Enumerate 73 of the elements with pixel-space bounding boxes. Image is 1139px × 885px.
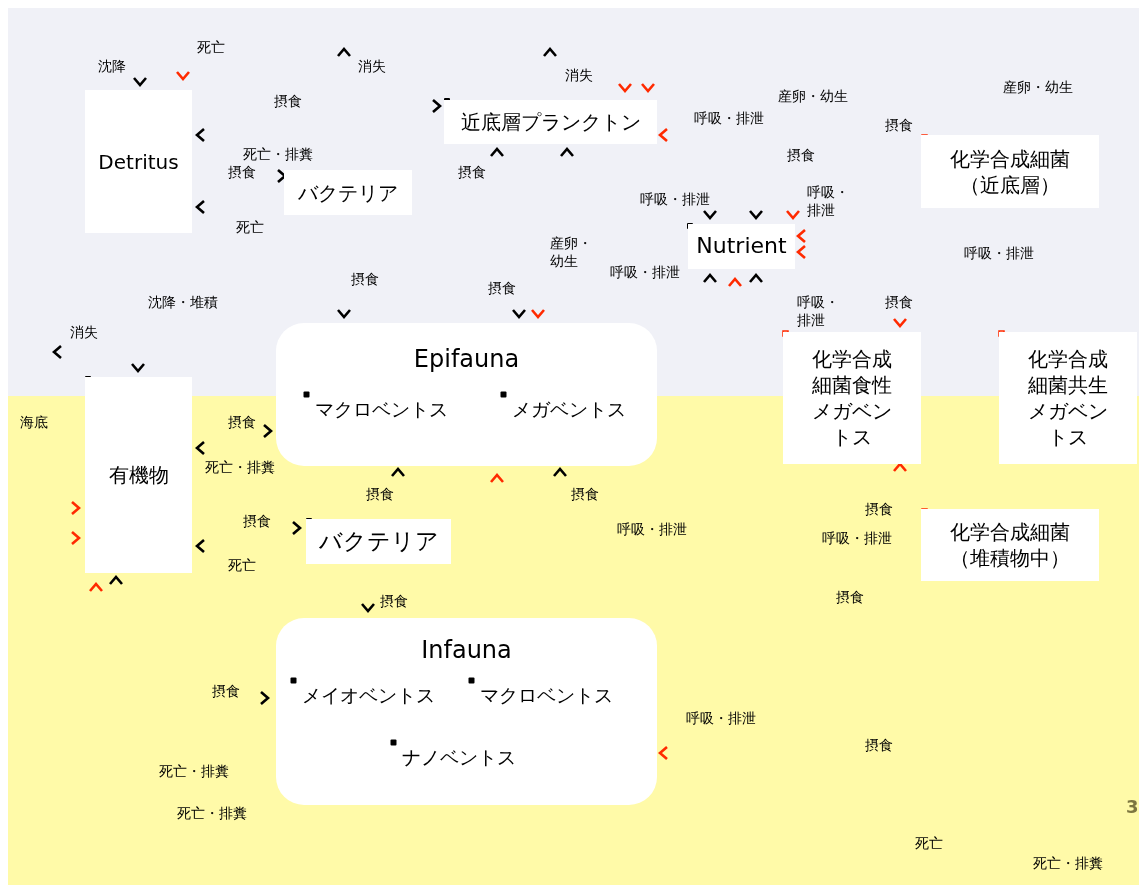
flow-label: 呼吸・排泄 — [610, 263, 680, 282]
flow-label: 摂食 — [865, 736, 893, 755]
process-box — [444, 100, 657, 144]
process-box — [85, 377, 192, 573]
node-label: Nutrient — [696, 232, 787, 261]
flow-label: 摂食 — [865, 500, 893, 519]
process-box — [306, 519, 451, 564]
flow-label: 摂食 — [366, 485, 394, 504]
flow-label: 呼吸・排泄 — [686, 709, 756, 728]
flow-label: 摂食 — [787, 146, 815, 165]
flow-label: 呼吸・排泄 — [640, 190, 710, 209]
node-label: Detritus — [98, 148, 179, 175]
flow-label: 呼吸・排泄 — [822, 529, 892, 548]
process-box — [783, 332, 921, 464]
flow-label: 摂食 — [885, 116, 913, 135]
flow-label: 摂食 — [380, 592, 408, 611]
flow-label: 死亡・排糞 — [1033, 854, 1103, 873]
node-label: 化学合成細菌（堆積物中） — [949, 519, 1071, 571]
flow-label: 消失 — [358, 57, 386, 76]
node-label: バクテリア — [298, 179, 398, 206]
flow-label: 呼吸・排泄 — [797, 293, 840, 330]
flow-label: 沈降・堆積 — [148, 293, 218, 312]
member-label: ナノベントス — [402, 745, 516, 770]
member-label: メイオベントス — [302, 683, 435, 708]
flow-label: 摂食 — [351, 270, 379, 289]
flow-label: 死亡 — [228, 556, 256, 575]
process-box — [921, 135, 1099, 208]
process-box — [999, 332, 1137, 464]
page-number: 3 — [1126, 795, 1139, 819]
flow-label: 呼吸・排泄 — [964, 244, 1034, 263]
group-box — [276, 618, 657, 805]
flow-label: 呼吸・排泄 — [617, 520, 687, 539]
flow-label: 摂食 — [228, 413, 256, 432]
flow-label: 摂食 — [571, 485, 599, 504]
flow-label: 死亡・排糞 — [205, 458, 275, 477]
flow-label: 摂食 — [274, 92, 302, 111]
flow-label: 死亡 — [236, 218, 264, 237]
group-title: Epifauna — [412, 345, 521, 373]
node-label: 化学合成細菌（近底層） — [949, 145, 1071, 198]
flow-label: 摂食 — [488, 279, 516, 298]
member-label: メガベントス — [512, 397, 626, 422]
node-label: バクテリア — [318, 526, 439, 556]
flow-label: 産卵・幼生 — [778, 87, 848, 106]
node-label: 化学合成細菌共生メガベントス — [1027, 346, 1109, 450]
member-label: マクロベントス — [480, 683, 613, 708]
node-label: 化学合成細菌食性メガベントス — [811, 346, 893, 450]
flow-label: 摂食 — [836, 588, 864, 607]
member-label: マクロベントス — [315, 397, 448, 422]
flow-label: 消失 — [70, 323, 98, 342]
process-box — [688, 224, 795, 269]
flow-label: 死亡・排糞 — [243, 145, 313, 164]
flow-label: 消失 — [565, 66, 593, 85]
flow-label: 死亡 — [197, 38, 225, 57]
node-label: 近底層プランクトン — [460, 109, 641, 135]
flow-label: 摂食 — [228, 163, 256, 182]
flow-label: 死亡・排糞 — [177, 804, 247, 823]
flow-label: 呼吸・排泄 — [807, 183, 850, 220]
group-title: Infauna — [420, 636, 513, 664]
process-box — [284, 170, 412, 215]
flow-label: 死亡・排糞 — [159, 762, 229, 781]
group-box — [276, 323, 657, 466]
flow-label: 摂食 — [212, 682, 240, 701]
flow-label: 摂食 — [243, 512, 271, 531]
flow-label: 呼吸・排泄 — [694, 109, 764, 128]
process-box — [921, 509, 1099, 581]
flow-label: 産卵・幼生 — [550, 234, 593, 271]
flow-label: 沈降 — [98, 57, 126, 76]
node-label: 有機物 — [108, 462, 169, 488]
flow-label: 摂食 — [885, 293, 913, 312]
flow-label: 摂食 — [458, 163, 486, 182]
flow-label: 死亡 — [915, 834, 943, 853]
flow-label: 産卵・幼生 — [1003, 78, 1073, 97]
flow-label: 海底 — [20, 413, 48, 432]
